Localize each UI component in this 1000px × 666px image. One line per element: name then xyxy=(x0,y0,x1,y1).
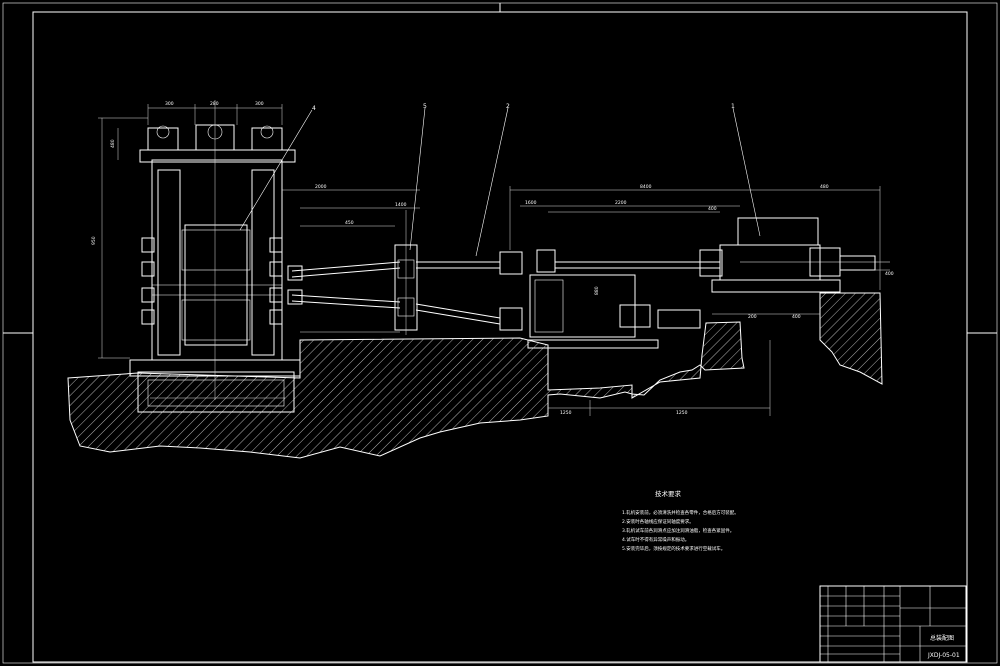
balloon-1: 1 xyxy=(731,103,735,110)
note-line-4: 4.试车时不得有异常噪声和振动。 xyxy=(622,536,689,543)
svg-text:880: 880 xyxy=(594,286,600,295)
svg-text:1250: 1250 xyxy=(560,410,572,416)
svg-text:2000: 2000 xyxy=(315,184,327,190)
note-line-2: 2.安装时各轴线应保证同轴度要求。 xyxy=(622,518,694,525)
svg-text:450: 450 xyxy=(345,220,354,226)
foundation-ground xyxy=(67,279,883,459)
svg-text:950: 950 xyxy=(91,236,97,245)
technical-requirements: 技术要求 1.轧机安装前，必须清洗并检查各零件，合格后方可装配。 2.安装时各轴… xyxy=(622,489,739,552)
dimension-texts: 300 280 300 950 480 2000 1400 450 8400 1… xyxy=(91,101,894,416)
title-block-drawing-no: JXDJ-05-01 xyxy=(927,652,960,659)
svg-text:400: 400 xyxy=(792,314,801,320)
svg-text:400: 400 xyxy=(708,206,717,212)
svg-text:8400: 8400 xyxy=(640,184,652,190)
note-line-1: 1.轧机安装前，必须清洗并检查各零件，合格后方可装配。 xyxy=(622,509,739,516)
gear-stand xyxy=(499,249,720,338)
svg-text:400: 400 xyxy=(885,271,894,277)
balloon-4: 4 xyxy=(312,105,316,112)
title-block: 总装配图 JXDJ-05-01 xyxy=(819,585,967,663)
svg-text:300: 300 xyxy=(165,101,174,107)
svg-text:1400: 1400 xyxy=(395,202,407,208)
svg-text:280: 280 xyxy=(210,101,219,107)
svg-text:300: 300 xyxy=(255,101,264,107)
note-line-3: 3.轧机试车前各润滑点应加注润滑油脂，检查各紧固件。 xyxy=(622,527,734,534)
svg-text:2200: 2200 xyxy=(615,200,627,206)
rolling-mill-stand xyxy=(129,100,301,400)
svg-text:480: 480 xyxy=(110,139,116,148)
part-leaders: 4 5 2 1 xyxy=(239,103,761,257)
balloon-5: 5 xyxy=(423,103,427,110)
title-block-name: 总装配图 xyxy=(930,634,954,642)
svg-text:1250: 1250 xyxy=(676,410,688,416)
spindle-carrier xyxy=(394,210,418,335)
dimension-lines xyxy=(98,104,890,416)
svg-text:1600: 1600 xyxy=(525,200,537,206)
reducer-motor xyxy=(657,217,890,329)
drive-spindles xyxy=(287,261,501,325)
balloon-2: 2 xyxy=(506,103,510,110)
notes-title: 技术要求 xyxy=(655,489,682,498)
svg-text:200: 200 xyxy=(748,314,757,320)
svg-text:480: 480 xyxy=(820,184,829,190)
note-line-5: 5.安装完毕后，须按规定的技术要求进行空载试车。 xyxy=(622,545,725,552)
